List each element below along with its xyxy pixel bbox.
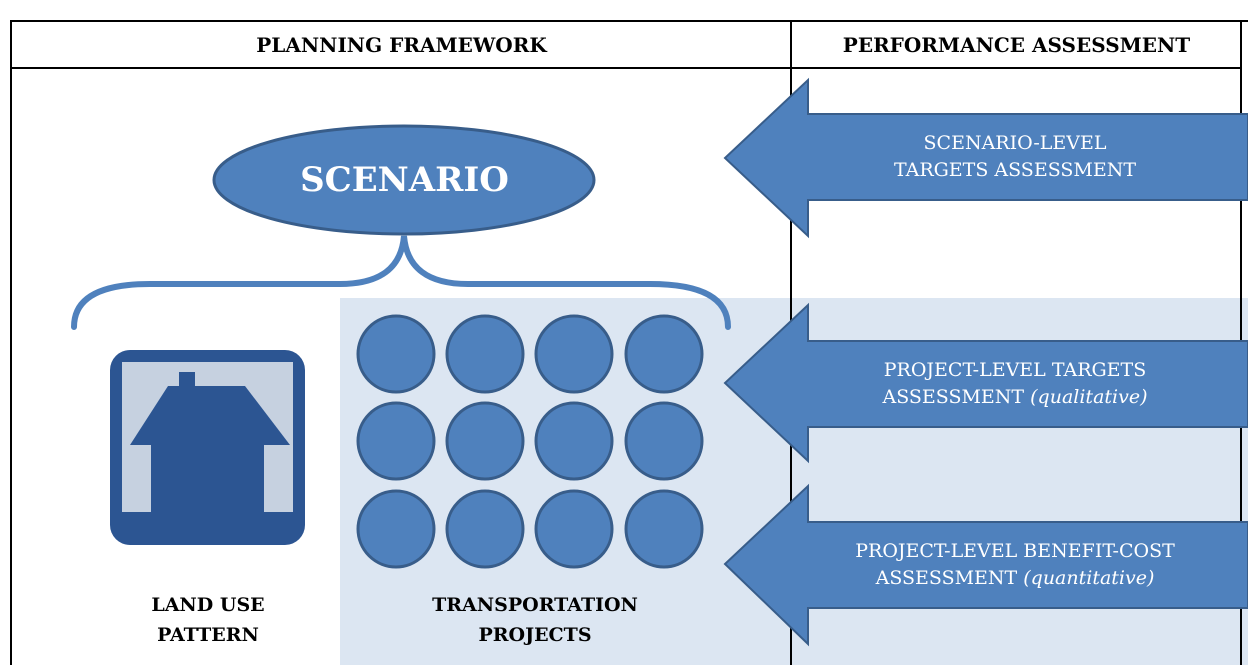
land-use-line2: PATTERN — [157, 624, 259, 646]
arrow-3-line1: PROJECT-LEVEL BENEFIT-COST — [855, 540, 1175, 562]
transportation-project-circles — [356, 314, 704, 569]
project-circle — [356, 314, 436, 394]
header-planning-framework: PLANNING FRAMEWORK — [256, 33, 547, 57]
project-circle — [445, 401, 525, 481]
arrow-2-qualifier: (qualitative) — [1030, 386, 1148, 408]
arrow-2-line2-wrap: ASSESSMENT (qualitative) — [800, 384, 1230, 411]
project-circle — [534, 401, 614, 481]
transportation-line1: TRANSPORTATION — [432, 594, 638, 616]
arrow-benefit-cost-text: PROJECT-LEVEL BENEFIT-COST ASSESSMENT (q… — [800, 538, 1230, 592]
arrow-2-line2: ASSESSMENT — [882, 386, 1025, 408]
transportation-line2: PROJECTS — [478, 624, 592, 646]
house-icon — [110, 350, 305, 545]
arrow-1-line1: SCENARIO-LEVEL — [923, 132, 1107, 154]
arrow-benefit-cost — [723, 483, 1248, 647]
land-use-line1: LAND USE — [151, 594, 265, 616]
project-circle — [445, 314, 525, 394]
project-circle — [356, 401, 436, 481]
arrow-scenario-targets — [723, 77, 1248, 239]
scenario-brace — [71, 235, 731, 330]
header-performance-assessment: PERFORMANCE ASSESSMENT — [842, 33, 1191, 57]
arrow-3-line2: ASSESSMENT — [875, 567, 1018, 589]
project-circle — [356, 489, 436, 569]
project-circle — [624, 489, 704, 569]
arrow-2-line1: PROJECT-LEVEL TARGETS — [883, 359, 1147, 381]
project-circle — [624, 314, 704, 394]
project-circle — [534, 489, 614, 569]
project-circle — [445, 489, 525, 569]
arrow-project-targets-text: PROJECT-LEVEL TARGETS ASSESSMENT (qualit… — [800, 357, 1230, 411]
arrow-1-line2: TARGETS ASSESSMENT — [893, 159, 1137, 181]
arrow-scenario-targets-text: SCENARIO-LEVEL TARGETS ASSESSMENT — [800, 130, 1230, 184]
land-use-label: LAND USE PATTERN — [118, 590, 298, 650]
arrow-3-line2-wrap: ASSESSMENT (quantitative) — [800, 565, 1230, 592]
project-circle — [534, 314, 614, 394]
arrow-3-qualifier: (quantitative) — [1023, 567, 1155, 589]
scenario-label: SCENARIO — [300, 160, 509, 200]
project-circle — [624, 401, 704, 481]
transportation-label: TRANSPORTATION PROJECTS — [380, 590, 690, 650]
arrow-project-targets — [723, 302, 1248, 464]
scenario-ellipse — [212, 124, 596, 236]
